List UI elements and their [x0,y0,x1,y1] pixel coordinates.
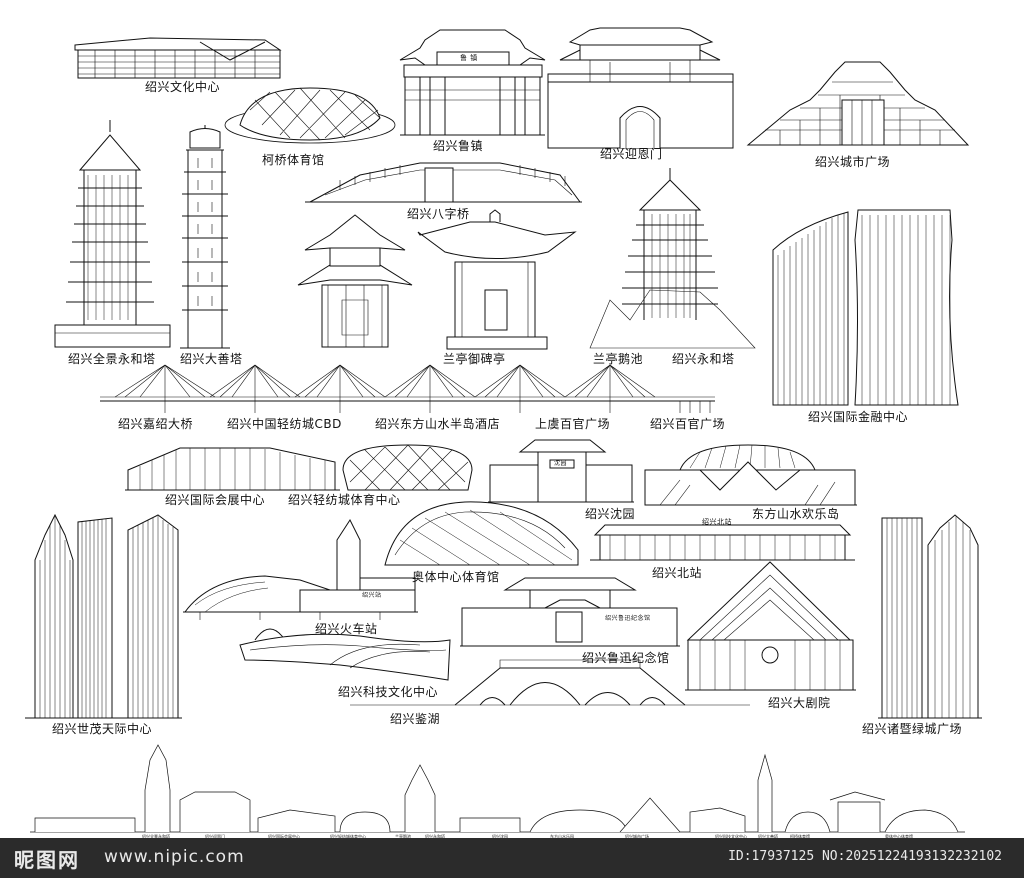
panorama-label: 兰亭鹅池 [395,834,411,839]
label-sci-tech-center: 绍兴科技文化中心 [338,685,439,699]
sign-luzhen-plaque: 鲁 镇 [460,54,478,62]
label-expo-center: 绍兴国际会展中心 [165,493,266,507]
panorama-label: 绍兴国际会展中心 [268,834,300,839]
panorama-label: 绍兴大善塔 [758,834,778,839]
panorama-label: 绍兴全景永和塔 [142,834,170,839]
label-ifc: 绍兴国际金融中心 [808,410,909,424]
label-lanting-goose-pond: 兰亭鹅池 [593,352,644,366]
label-dashan-tower: 绍兴大善塔 [180,352,243,366]
luzhen-gate-drawing [399,29,546,136]
dashan-tower-drawing [180,125,230,349]
ifc-drawing [772,209,959,406]
panorama-label: 东方山水乐园 [550,834,574,839]
panorama-label: 绍兴城市广场 [625,834,649,839]
label-luzhen: 绍兴鲁镇 [433,139,484,153]
landmark-drawings [25,27,982,833]
stele-pavilion-drawing [417,209,577,350]
luxun-memorial-drawing [460,577,680,647]
label-zhuji-plaza: 绍兴诸暨绿城广场 [862,722,963,736]
label-shangyu-plaza: 上虞百官广场 [535,417,611,431]
label-jiashao-bridge: 绍兴嘉绍大桥 [118,417,194,431]
label-textile-stadium: 绍兴轻纺城体育中心 [288,493,401,507]
label-light-textile-cbd: 绍兴中国轻纺城CBD [227,417,342,431]
sign-north-station: 绍兴北站 [702,518,732,526]
zhuji-plaza-drawing [878,514,982,719]
panorama-label: 绍兴沈园 [492,834,508,839]
north-station-drawing [590,524,855,561]
label-bazi-bridge: 绍兴八字桥 [407,207,470,221]
sci-tech-drawing [239,628,451,681]
label-luxun-memorial: 绍兴鲁迅纪念馆 [582,651,670,665]
lanting-pavilion-drawing [297,214,413,348]
panorama-label: 柯桥体育馆 [790,834,810,839]
label-grand-theatre: 绍兴大剧院 [768,696,831,710]
label-olympic-gym: 奥体中心体育馆 [412,570,500,584]
label-north-station: 绍兴北站 [652,566,703,580]
image-id-text: ID:17937125 NO:20251224193132232102 [728,849,1002,864]
panorama-label: 奥体中心体育馆 [885,834,913,839]
sign-railway-station: 绍兴站 [362,592,382,599]
label-shimao: 绍兴世茂天际中心 [52,722,153,736]
label-yonghe-tower: 绍兴全景永和塔 [68,352,156,366]
watermark-footer: 昵图网 www.nipic.com ID:17937125 NO:2025122… [0,838,1024,878]
expo-center-drawing [125,447,340,491]
city-plaza-drawing [746,61,970,146]
railway-station-drawing [183,518,418,620]
label-keqiao-gym: 柯桥体育馆 [262,153,325,167]
panorama-label: 绍兴迎恩门 [205,834,225,839]
sign-memorial: 绍兴鲁迅纪念馆 [605,615,651,622]
panorama-label: 绍兴科技文化中心 [715,834,747,839]
oriental-park-drawing [644,444,857,506]
label-baiguan-plaza: 绍兴百官广场 [650,417,726,431]
culture-center-drawing [74,37,282,79]
shimao-drawing [25,513,182,719]
nipic-logo: 昵图网 [14,848,80,872]
sign-shenyuan: 沈园 [554,460,568,467]
label-city-plaza: 绍兴城市广场 [815,155,891,169]
yonghe-tower-drawing [54,120,171,348]
label-jianhu: 绍兴鉴湖 [390,712,441,726]
label-oriental-park: 东方山水欢乐岛 [752,507,840,521]
panorama-label: 绍兴轻纺城体育中心 [330,834,366,839]
site-url: www.nipic.com [104,847,245,867]
jiashao-bridge-drawing [100,364,715,413]
bazi-bridge-drawing [305,162,582,203]
label-oriental-hotel: 绍兴东方山水半岛酒店 [375,417,501,431]
label-culture-center: 绍兴文化中心 [145,80,221,94]
jianhu-bridge-drawing [350,659,750,706]
panorama-drawing [30,744,965,833]
olympic-gym-drawing [384,501,579,566]
label-shenyuan: 绍兴沈园 [585,507,636,521]
textile-stadium-drawing [342,444,473,491]
label-yonghe-tower-2: 绍兴永和塔 [672,352,735,366]
shenyuan-drawing [488,439,634,503]
yingen-gate-drawing [547,27,734,149]
keqiao-gym-drawing [224,87,396,144]
panorama-label: 绍兴永和塔 [425,834,445,839]
label-yingen-gate: 绍兴迎恩门 [600,147,663,161]
label-railway-station: 绍兴火车站 [315,622,378,636]
yonghe-tower-2-drawing [589,168,756,349]
grand-theatre-drawing [685,561,856,691]
label-lanting-pavilion: 兰亭御碑亭 [443,352,506,366]
